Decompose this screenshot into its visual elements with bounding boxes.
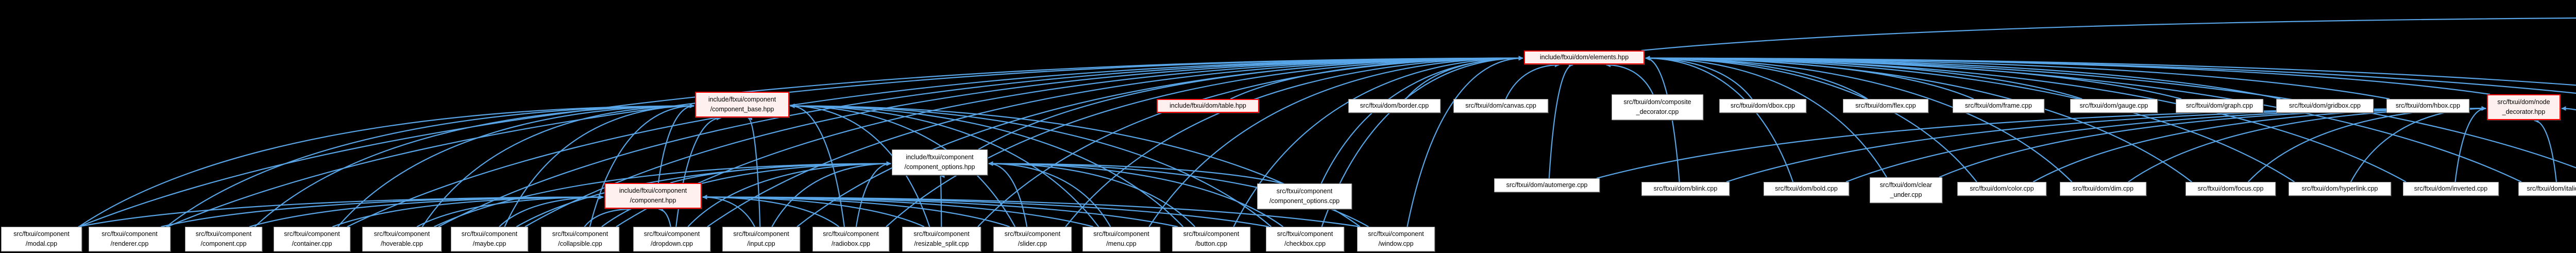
edge-input_cpp-to-elements_hpp bbox=[796, 56, 1523, 227]
edge-blink_cpp-to-elements_hpp bbox=[1645, 56, 1680, 182]
graph-node-graph_cpp[interactable]: src/ftxui/dom/graph.cpp bbox=[2176, 99, 2263, 113]
edge-inverted_cpp-to-elements_hpp bbox=[1645, 56, 2406, 182]
graph-node-inverted_cpp[interactable]: src/ftxui/dom/inverted.cpp bbox=[2403, 182, 2499, 196]
edge-renderer_cpp-to-component_base_hpp bbox=[166, 104, 694, 227]
graph-node-hbox_cpp[interactable]: src/ftxui/dom/hbox.cpp bbox=[2386, 99, 2469, 113]
graph-node-gauge_cpp[interactable]: src/ftxui/dom/gauge.cpp bbox=[2070, 99, 2158, 113]
edge-slider_cpp-to-elements_hpp bbox=[1065, 56, 1523, 227]
graph-node-component_cpp[interactable]: src/ftxui/component /component.cpp bbox=[185, 227, 262, 251]
graph-node-renderer_cpp[interactable]: src/ftxui/component /renderer.cpp bbox=[89, 227, 171, 251]
edge-component_hpp-to-component_base_hpp bbox=[657, 104, 694, 183]
edge-menu_cpp-to-elements_hpp bbox=[1148, 56, 1523, 227]
edge-color_cpp-to-elements_hpp bbox=[1645, 56, 1977, 182]
edge-composite_decorator_cpp-to-elements_hpp bbox=[1606, 62, 1654, 95]
edge-modal_cpp-to-component_base_hpp bbox=[78, 104, 694, 227]
edge-component_cpp-to-component_base_hpp bbox=[254, 104, 694, 227]
edge-automerge_cpp-to-elements_hpp bbox=[1548, 62, 1573, 179]
edge-container_cpp-to-component_base_hpp bbox=[337, 104, 694, 227]
graph-node-collapsible_cpp[interactable]: src/ftxui/component /collapsible.cpp bbox=[541, 227, 619, 251]
graph-node-modal_cpp[interactable]: src/ftxui/component /modal.cpp bbox=[1, 227, 82, 251]
graph-node-checkbox_cpp[interactable]: src/ftxui/component /checkbox.cpp bbox=[1266, 227, 1344, 251]
graph-node-window_cpp[interactable]: src/ftxui/component /window.cpp bbox=[1357, 227, 1435, 251]
graph-node-composite_decorator_cpp[interactable]: src/ftxui/dom/composite _decorator.cpp bbox=[1612, 94, 1703, 120]
edge-resizable_split_cpp-to-component_options_hpp bbox=[939, 173, 945, 227]
graph-node-flex_cpp[interactable]: src/ftxui/dom/flex.cpp bbox=[1843, 99, 1928, 113]
graph-node-hoverable_cpp[interactable]: src/ftxui/component /hoverable.cpp bbox=[362, 227, 442, 251]
edge-slider_cpp-to-component_options_hpp bbox=[988, 161, 1028, 227]
edge-window_cpp-to-elements_hpp bbox=[1406, 56, 1523, 227]
edge-italic_cpp-to-node_decorator_hpp bbox=[2534, 118, 2557, 182]
graph-node-component_base_hpp[interactable]: include/ftxui/component /component_base.… bbox=[695, 92, 789, 117]
graph-node-bold_cpp[interactable]: src/ftxui/dom/bold.cpp bbox=[1764, 182, 1849, 196]
graph-node-button_cpp[interactable]: src/ftxui/component /button.cpp bbox=[1172, 227, 1250, 251]
graph-node-automerge_cpp[interactable]: src/ftxui/dom/automerge.cpp bbox=[1494, 178, 1600, 192]
graph-node-container_cpp[interactable]: src/ftxui/component /container.cpp bbox=[274, 227, 350, 251]
edge-bold_cpp-to-elements_hpp bbox=[1645, 56, 1794, 182]
graph-node-blink_cpp[interactable]: src/ftxui/dom/blink.cpp bbox=[1641, 182, 1730, 196]
edge-clear_under_cpp-to-elements_hpp bbox=[1645, 56, 1887, 178]
graph-node-component_options_cpp[interactable]: src/ftxui/component /component_options.c… bbox=[1257, 183, 1352, 209]
edge-menu_cpp-to-component_options_hpp bbox=[988, 161, 1111, 227]
edge-window_cpp-to-component_hpp bbox=[702, 195, 1361, 228]
graph-node-component_options_hpp[interactable]: include/ftxui/component /component_optio… bbox=[892, 149, 988, 175]
graph-node-dim_cpp[interactable]: src/ftxui/dom/dim.cpp bbox=[2060, 182, 2146, 196]
edge-hoverable_cpp-to-component_options_hpp bbox=[434, 161, 891, 227]
edge-hyperlink_cpp-to-elements_hpp bbox=[1645, 56, 2295, 182]
graph-node-canvas_cpp[interactable]: src/ftxui/dom/canvas.cpp bbox=[1453, 99, 1548, 113]
edge-dropdown_cpp-to-elements_hpp bbox=[707, 56, 1523, 227]
graph-node-dbox_cpp[interactable]: src/ftxui/dom/dbox.cpp bbox=[1719, 99, 1806, 113]
edge-resizable_split_cpp-to-elements_hpp bbox=[977, 56, 1523, 227]
edge-maybe_cpp-to-elements_hpp bbox=[524, 56, 1523, 227]
edge-input_cpp-to-component_base_hpp bbox=[748, 115, 761, 227]
graph-node-color_cpp[interactable]: src/ftxui/dom/color.cpp bbox=[1957, 182, 2046, 196]
graph-node-resizable_split_cpp[interactable]: src/ftxui/component /resizable_split.cpp bbox=[902, 227, 981, 251]
edge-slider_cpp-to-component_base_hpp bbox=[790, 104, 1016, 227]
edge-menu_cpp-to-component_base_hpp bbox=[790, 104, 1099, 227]
graph-node-input_cpp[interactable]: src/ftxui/component /input.cpp bbox=[722, 227, 800, 251]
graph-node-focus_cpp[interactable]: src/ftxui/dom/focus.cpp bbox=[2185, 182, 2276, 196]
edge-focus_cpp-to-elements_hpp bbox=[1645, 56, 2192, 182]
edge-collapsible_cpp-to-elements_hpp bbox=[616, 56, 1523, 227]
edge-inverted_cpp-to-node_decorator_hpp bbox=[2454, 106, 2486, 182]
graph-node-radiobox_cpp[interactable]: src/ftxui/component /radiobox.cpp bbox=[812, 227, 889, 251]
graph-node-clear_under_cpp[interactable]: src/ftxui/dom/clear _under.cpp bbox=[1870, 177, 1942, 203]
edge-dim_cpp-to-elements_hpp bbox=[1645, 56, 2073, 182]
graph-node-maybe_cpp[interactable]: src/ftxui/component /maybe.cpp bbox=[451, 227, 528, 251]
edge-button_cpp-to-elements_hpp bbox=[1233, 56, 1523, 227]
graph-node-italic_cpp[interactable]: src/ftxui/dom/italic.cpp bbox=[2518, 182, 2576, 196]
edge-button_cpp-to-component_base_hpp bbox=[790, 104, 1184, 227]
graph-node-dropdown_cpp[interactable]: src/ftxui/component /dropdown.cpp bbox=[633, 227, 710, 251]
edge-checkbox_cpp-to-elements_hpp bbox=[1321, 56, 1523, 227]
edge-flexbox_cpp-to-elements_hpp bbox=[1645, 56, 2576, 86]
graph-node-slider_cpp[interactable]: src/ftxui/component /slider.cpp bbox=[993, 227, 1072, 251]
graph-node-node_decorator_hpp[interactable]: src/ftxui/dom/node _decorator.hpp bbox=[2487, 94, 2561, 120]
edge-collapsible_cpp-to-component_hpp bbox=[584, 207, 632, 227]
edge-elements_hpp-to-flexbox_config_hpp bbox=[1641, 17, 2576, 52]
edge-radiobox_cpp-to-component_options_hpp bbox=[855, 161, 891, 227]
graph-node-hyperlink_cpp[interactable]: src/ftxui/dom/hyperlink.cpp bbox=[2289, 182, 2391, 196]
graph-node-component_hpp[interactable]: include/ftxui/component /component.hpp bbox=[604, 183, 702, 209]
edge-checkbox_cpp-to-component_base_hpp bbox=[790, 104, 1272, 227]
graph-node-frame_cpp[interactable]: src/ftxui/dom/frame.cpp bbox=[1953, 99, 2044, 113]
graph-node-elements_hpp[interactable]: include/ftxui/dom/elements.hpp bbox=[1524, 50, 1645, 64]
graph-node-gridbox_cpp[interactable]: src/ftxui/dom/gridbox.cpp bbox=[2276, 99, 2374, 113]
edge-radiobox_cpp-to-elements_hpp bbox=[886, 56, 1523, 227]
edge-maybe_cpp-to-component_base_hpp bbox=[504, 104, 694, 227]
edge-resizable_split_cpp-to-component_base_hpp bbox=[790, 104, 930, 227]
graph-node-table_hpp[interactable]: include/ftxui/dom/table.hpp bbox=[1157, 99, 1259, 113]
graph-node-menu_cpp[interactable]: src/ftxui/component /menu.cpp bbox=[1082, 227, 1160, 251]
edge-hoverable_cpp-to-component_base_hpp bbox=[421, 104, 694, 227]
edge-linear_gradient_cpp-to-elements_hpp bbox=[1645, 56, 2576, 168]
edge-dropdown_cpp-to-component_options_hpp bbox=[687, 161, 891, 227]
edge-radiobox_cpp-to-component_base_hpp bbox=[790, 104, 845, 227]
edge-input_cpp-to-component_options_hpp bbox=[771, 161, 891, 227]
edge-canvas_cpp-to-elements_hpp bbox=[1505, 62, 1560, 99]
graph-node-border_cpp[interactable]: src/ftxui/dom/border.cpp bbox=[1348, 99, 1440, 113]
edge-linear_gradient_cpp-to-node_decorator_hpp bbox=[2561, 106, 2576, 111]
edge-dropdown_cpp-to-component_hpp bbox=[658, 207, 671, 227]
